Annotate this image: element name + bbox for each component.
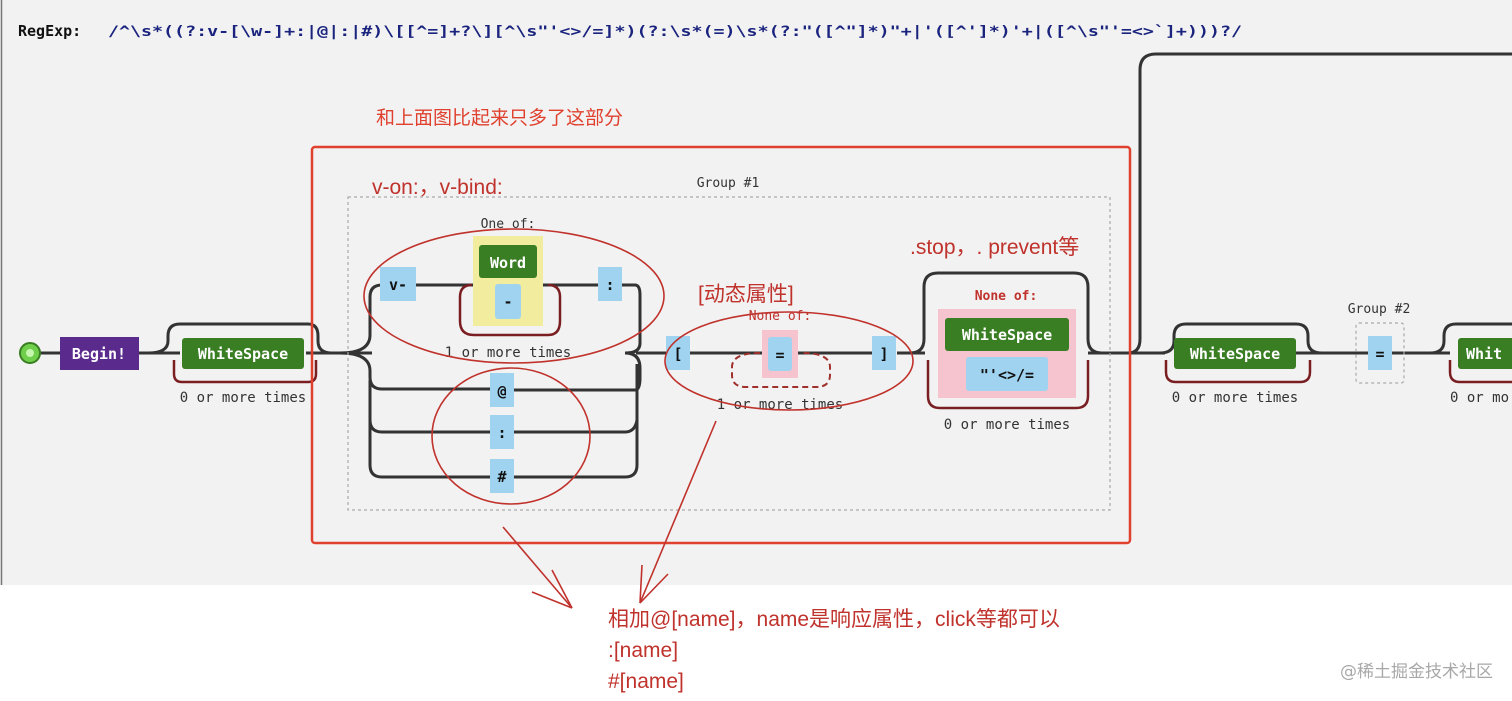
colon-node-2 <box>490 415 514 449</box>
group-1-box <box>347 196 1111 511</box>
none-of-label-2: None of: <box>975 289 1038 304</box>
group-1-label: Group #1 <box>697 176 760 191</box>
group-2-box <box>1355 322 1405 384</box>
railroad-tracks <box>38 52 1512 479</box>
whitespace-node-2 <box>945 318 1069 351</box>
equals-node-1 <box>768 337 792 371</box>
annotation-ellipses <box>363 228 914 505</box>
annotation-note-line3: #[name] <box>608 670 684 693</box>
whitespace-label-1: WhiteSpace <box>198 345 288 363</box>
word-label: Word <box>490 254 526 272</box>
whitespace-label-3: WhiteSpace <box>1190 345 1280 363</box>
hash-node <box>490 459 514 493</box>
repeat-label-4: 0 or mo <box>1450 390 1509 406</box>
v-prefix-node <box>380 267 416 301</box>
v-prefix-label: v- <box>389 276 407 294</box>
whitespace-node-4 <box>1458 338 1512 369</box>
open-bracket-node <box>666 336 690 370</box>
open-bracket-label: [ <box>673 345 682 363</box>
repeat-label-1: 0 or more times <box>180 390 306 406</box>
annotation-note-line1: 相加@[name]，name是响应属性，click等都可以 <box>608 608 1060 631</box>
ellipse-at-colon-hash <box>431 367 591 505</box>
annotation-note-line2: :[name] <box>608 639 678 662</box>
annotation-modifiers: .stop，. prevent等 <box>910 236 1079 259</box>
hash-label: # <box>497 468 506 486</box>
begin-node <box>60 337 139 370</box>
one-of-label: One of: <box>481 217 536 232</box>
whitespace-node-1 <box>182 338 304 369</box>
ellipse-dynamic <box>664 311 914 411</box>
whitespace-node-3 <box>1174 338 1296 369</box>
close-bracket-label: ] <box>879 345 888 363</box>
highlight-box <box>310 145 1132 545</box>
at-label: @ <box>497 382 506 400</box>
annotation-arrows <box>502 420 717 609</box>
equals-node-2 <box>1368 336 1392 370</box>
equals-label-2: = <box>1375 345 1384 363</box>
repeat-label-none-of: 0 or more times <box>944 417 1070 433</box>
colon-label-2: : <box>497 424 506 442</box>
watermark: @稀土掘金技术社区 <box>1340 662 1493 682</box>
hyphen-label: - <box>503 293 512 311</box>
colon-label-1: : <box>605 276 614 294</box>
annotation-dynamic-attr: [动态属性] <box>698 283 794 306</box>
colon-node-1 <box>598 267 622 301</box>
begin-label: Begin! <box>72 345 126 363</box>
close-bracket-node <box>872 336 896 370</box>
word-node <box>479 245 537 278</box>
annotation-only-added: 和上面图比起来只多了这部分 <box>376 107 623 129</box>
hyphen-node <box>495 284 521 319</box>
none-of-label-1: None of: <box>749 309 812 324</box>
repeat-label-3: 0 or more times <box>1172 390 1298 406</box>
repeat-label-word: 1 or more times <box>445 345 571 361</box>
regexp-pattern: /^\s*((?:v-[\w-]+:|@|:|#)\[[^=]+?\][^\s"… <box>108 24 1242 40</box>
equals-label-1: = <box>775 346 784 364</box>
repeat-loops <box>172 283 1512 410</box>
at-node <box>490 373 514 407</box>
group-2-label: Group #2 <box>1348 302 1411 317</box>
diagram-panel <box>0 0 1512 585</box>
regexp-label: RegExp: <box>18 22 81 40</box>
quote-chars-label: "'<>/= <box>980 366 1034 384</box>
whitespace-label-2: WhiteSpace <box>962 326 1052 344</box>
quote-chars-node <box>966 357 1048 391</box>
whitespace-label-4: Whit <box>1466 345 1502 363</box>
ellipse-von <box>363 228 665 364</box>
annotation-von-vbind: v-on:，v-bind: <box>372 176 503 199</box>
